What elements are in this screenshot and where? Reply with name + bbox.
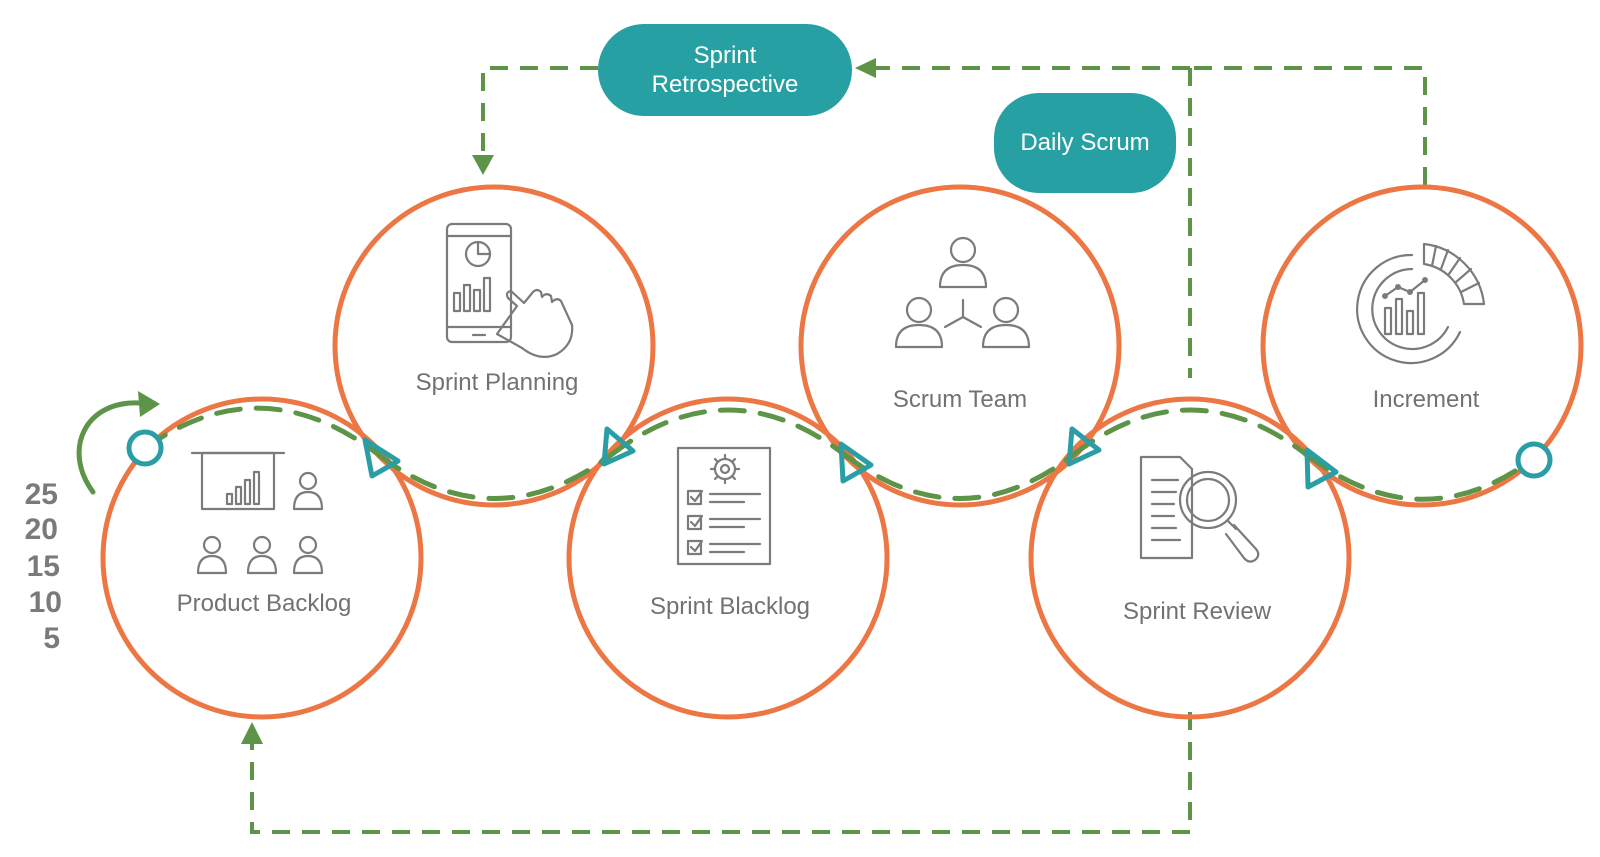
start-arrow — [76, 391, 160, 495]
circle-sprint-backlog — [566, 396, 890, 720]
label-sprint-review: Sprint Review — [1123, 598, 1272, 625]
analytics-dial-icon — [1356, 242, 1486, 365]
label-sprint-planning: Sprint Planning — [416, 369, 579, 396]
end-marker — [1515, 441, 1553, 479]
circle-increment — [1260, 184, 1584, 508]
scale-value: 10 — [29, 586, 62, 619]
tablet-touch-chart-icon — [445, 222, 574, 359]
label-sprint-backlog: Sprint Blacklog — [650, 593, 810, 620]
sprint-retrospective-label-2: Retrospective — [652, 71, 799, 98]
direction-marker — [838, 441, 874, 484]
checklist-gear-icon — [676, 446, 772, 566]
daily-scrum-label: Daily Scrum — [1020, 129, 1149, 156]
direction-marker — [1066, 426, 1102, 467]
direction-marker — [1304, 447, 1339, 490]
person-icon — [292, 535, 324, 575]
scale-value: 25 — [25, 478, 58, 511]
sprint-retrospective-label-1: Sprint — [694, 42, 757, 69]
start-marker — [126, 429, 164, 467]
daily-scrum-pill: Daily Scrum — [994, 93, 1176, 193]
scale-value: 20 — [25, 513, 58, 546]
circle-sprint-planning — [332, 184, 656, 508]
scale-value: 5 — [43, 622, 60, 655]
direction-marker — [362, 437, 401, 479]
label-scrum-team: Scrum Team — [893, 386, 1027, 413]
circle-sprint-review — [1028, 396, 1352, 720]
label-product-backlog: Product Backlog — [177, 590, 352, 617]
circle-scrum-team — [798, 184, 1122, 508]
direction-marker — [601, 426, 636, 467]
feedback-loop — [241, 58, 1427, 834]
person-icon — [292, 471, 324, 511]
document-search-icon — [1139, 455, 1260, 563]
sprint-retrospective-pill: Sprint Retrospective — [598, 24, 852, 116]
inner-loops — [142, 405, 1537, 502]
burndown-scale: 25 20 15 10 5 — [25, 478, 62, 655]
person-icon — [246, 535, 278, 575]
label-increment: Increment — [1373, 386, 1480, 413]
person-icon — [196, 535, 228, 575]
team-network-icon — [894, 236, 1031, 349]
scale-value: 15 — [27, 550, 60, 583]
presentation-board-icon — [190, 451, 286, 511]
circle-product-backlog — [100, 396, 424, 720]
